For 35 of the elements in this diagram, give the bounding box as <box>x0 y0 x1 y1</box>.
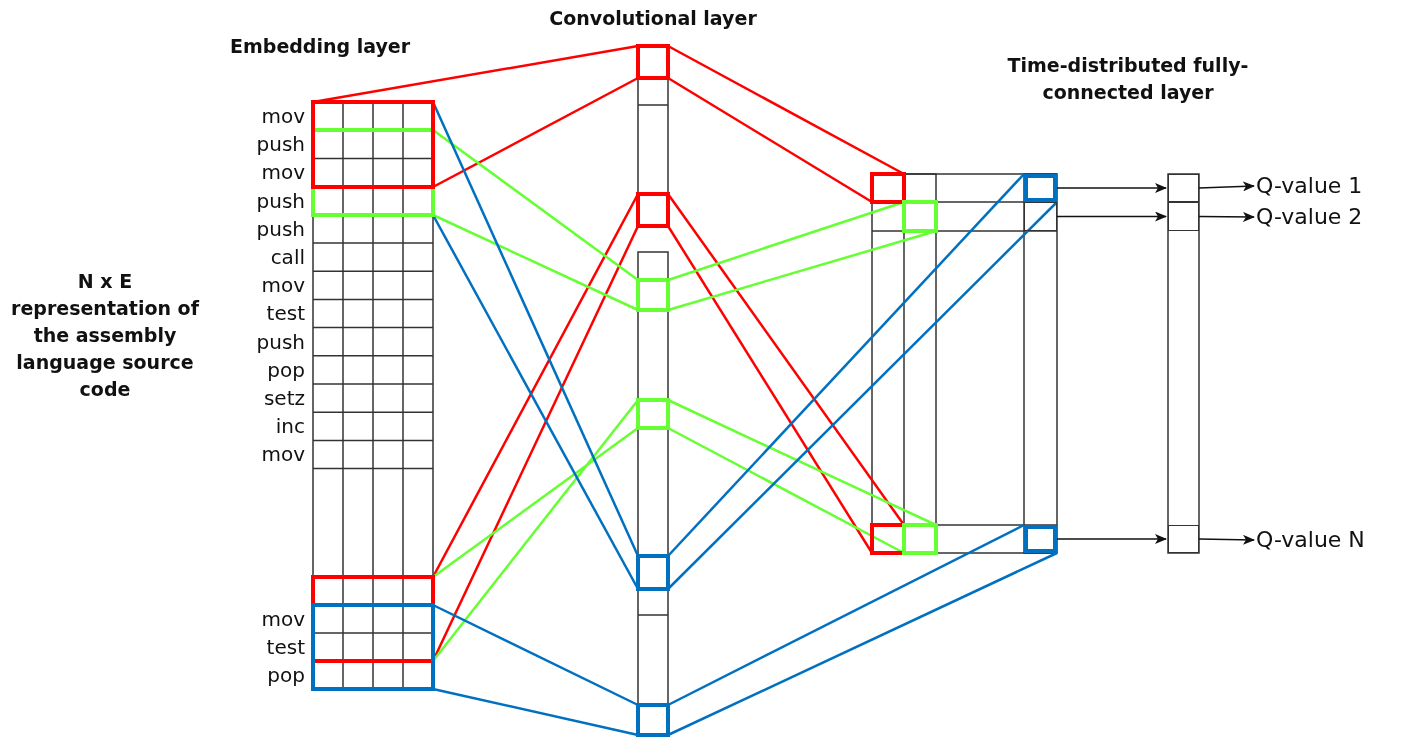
instruction-token: test <box>265 300 305 328</box>
arrow <box>1198 211 1255 222</box>
layer-title: Embedding layer <box>230 34 412 59</box>
output-label: Q-value 1 <box>1256 171 1363 201</box>
instruction-token: mov <box>260 103 305 130</box>
instruction-token: mov <box>260 441 305 469</box>
instruction-token: pop <box>266 662 305 689</box>
arrow <box>1056 534 1167 544</box>
cell <box>1168 202 1199 231</box>
instruction-token: push <box>255 187 305 215</box>
arrow <box>1198 534 1255 545</box>
instruction-token: push <box>255 328 305 356</box>
arrow <box>1056 211 1167 222</box>
instruction-token: inc <box>274 413 305 441</box>
instruction-token: mov <box>260 159 305 187</box>
layer-title: Convolutional layer <box>548 6 758 31</box>
highlighted-cell <box>1024 525 1057 553</box>
cell <box>1168 174 1199 202</box>
instruction-token: pop <box>266 356 305 384</box>
arrow <box>1056 183 1167 193</box>
cell <box>1168 525 1199 553</box>
output-label: Q-value N <box>1256 525 1365 555</box>
output-label: Q-value 2 <box>1256 202 1363 232</box>
layer-title: Time-distributed fully-connected layer <box>1006 53 1250 105</box>
instruction-token: call <box>269 244 305 271</box>
instruction-token: push <box>255 131 305 159</box>
side-caption: N x E representation of the assembly language source code <box>10 269 201 402</box>
instruction-token: push <box>255 215 305 243</box>
instruction-token: mov <box>260 606 305 633</box>
instruction-token: test <box>265 634 305 661</box>
arrow <box>1198 181 1255 192</box>
instruction-token: mov <box>260 272 305 300</box>
highlighted-cell <box>1024 174 1057 202</box>
instruction-token: setz <box>262 385 305 412</box>
cell <box>1024 202 1057 231</box>
